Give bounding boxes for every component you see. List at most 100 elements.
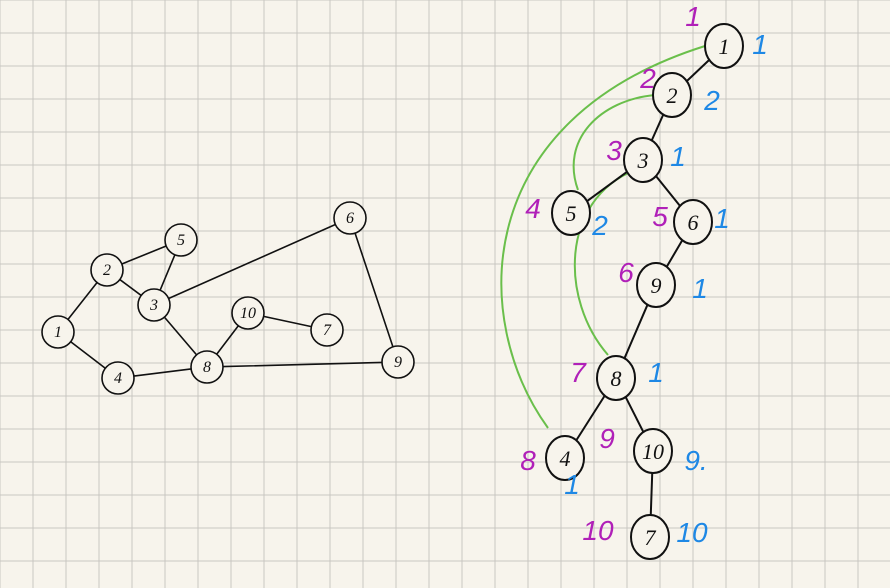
graph-edge-2-5 — [121, 245, 167, 265]
tree-node-circle — [551, 190, 591, 236]
graph-edge-8-10 — [215, 324, 240, 356]
graph-node-circle — [310, 313, 344, 347]
tree-node-circle — [623, 137, 663, 183]
dfn-label-5: 4 — [525, 193, 541, 224]
graph-nodes: 1 2 3 4 5 6 7 8 9 10 — [41, 201, 415, 395]
tree-node-5: 5 — [551, 190, 591, 236]
tree-edge-6-9 — [664, 237, 685, 270]
tree-node-10: 10 — [633, 428, 673, 474]
tree-node-label: 5 — [566, 201, 577, 226]
graph-edge-2-3 — [119, 278, 142, 297]
dfn-label-10: 9 — [599, 423, 615, 454]
dfn-label-4: 8 — [520, 445, 536, 476]
tree-edge-3-6 — [653, 173, 683, 209]
tree-node-circle — [630, 514, 670, 560]
tree-edge-3-5 — [585, 170, 629, 203]
tree-node-6: 6 — [673, 199, 713, 245]
graph-node-circle — [164, 223, 198, 257]
low-label-3: 1 — [670, 141, 686, 172]
graph-node-label: 8 — [203, 359, 211, 376]
graph-edge-6-9 — [354, 232, 394, 348]
graph-node-2: 2 — [90, 253, 124, 287]
tree-node-label: 10 — [642, 439, 664, 464]
graph-node-3: 3 — [137, 288, 171, 322]
graph-node-circle — [41, 315, 75, 349]
graph-node-6: 6 — [333, 201, 367, 235]
graph-node-circle — [90, 253, 124, 287]
tree-node-1: 1 — [704, 23, 744, 69]
graph-edges — [67, 223, 394, 377]
graph-node-label: 2 — [103, 262, 111, 279]
low-label-8: 1 — [648, 357, 664, 388]
graph-node-circle — [231, 296, 265, 330]
graph-edge-8-9 — [222, 361, 383, 368]
graph-edge-10-7 — [262, 315, 313, 328]
dfn-label-1: 1 — [685, 1, 701, 32]
tree-node-circle — [636, 262, 676, 308]
tree-edge-8-4 — [574, 393, 607, 443]
back-edge-5-2 — [572, 94, 656, 191]
low-label-4: 1 — [564, 469, 580, 500]
low-label-7: 10 — [676, 517, 708, 548]
tree-node-label: 3 — [637, 148, 649, 173]
tree-node-circle — [673, 199, 713, 245]
tree-node-label: 4 — [560, 446, 571, 471]
dfn-label-3: 3 — [606, 135, 622, 166]
tree-edge-9-8 — [622, 301, 650, 362]
tree-node-label: 1 — [719, 34, 730, 59]
graph-node-label: 4 — [114, 370, 122, 387]
low-label-2: 2 — [703, 85, 720, 116]
graph-node-circle — [190, 350, 224, 384]
graph-node-label: 6 — [346, 210, 354, 227]
graph-node-1: 1 — [41, 315, 75, 349]
graph-node-label: 5 — [177, 232, 185, 249]
graph-edge-3-6 — [167, 223, 337, 300]
tree-edge-10-7 — [649, 468, 654, 520]
back-edge-4-1 — [500, 45, 706, 429]
tree-node-4: 4 — [545, 435, 585, 481]
tree-edges — [574, 58, 712, 520]
dfn-label-6: 5 — [652, 201, 668, 232]
tree-node-circle — [545, 435, 585, 481]
tree-edge-8-10 — [623, 393, 646, 436]
tree-node-label: 9 — [651, 273, 662, 298]
low-label-1: 1 — [752, 29, 768, 60]
tree-node-9: 9 — [636, 262, 676, 308]
tree-node-8: 8 — [596, 355, 636, 401]
low-label-9: 1 — [692, 273, 708, 304]
dfn-label-8: 7 — [570, 357, 587, 388]
graph-node-label: 7 — [323, 322, 332, 339]
tree-node-circle — [652, 72, 692, 118]
tree-node-circle — [704, 23, 744, 69]
graph-node-4: 4 — [101, 361, 135, 395]
graph-node-label: 10 — [240, 305, 256, 322]
tree-node-3: 3 — [623, 137, 663, 183]
graph-node-8: 8 — [190, 350, 224, 384]
dfn-label-2: 2 — [639, 63, 656, 94]
low-label-10: 9. — [684, 445, 707, 476]
tree-node-label: 2 — [667, 83, 678, 108]
tree-node-label: 8 — [611, 366, 622, 391]
graph-edge-1-4 — [69, 340, 107, 370]
graph-node-label: 9 — [394, 354, 402, 371]
tree-edge-1-2 — [684, 58, 712, 83]
graph-node-9: 9 — [381, 345, 415, 379]
graph-edge-4-8 — [133, 368, 192, 377]
graph-edge-1-2 — [67, 281, 98, 321]
tree-node-7: 7 — [630, 514, 670, 560]
graph-node-circle — [381, 345, 415, 379]
low-label-5: 2 — [591, 210, 608, 241]
graph-edge-3-8 — [163, 316, 198, 356]
tree-node-circle — [596, 355, 636, 401]
tree-edge-2-3 — [649, 111, 666, 144]
graph-node-5: 5 — [164, 223, 198, 257]
dfn-label-9: 6 — [618, 257, 634, 288]
tree-node-2: 2 — [652, 72, 692, 118]
graph-node-7: 7 — [310, 313, 344, 347]
graph-edge-3-5 — [159, 253, 176, 292]
tree-node-label: 7 — [645, 525, 657, 550]
